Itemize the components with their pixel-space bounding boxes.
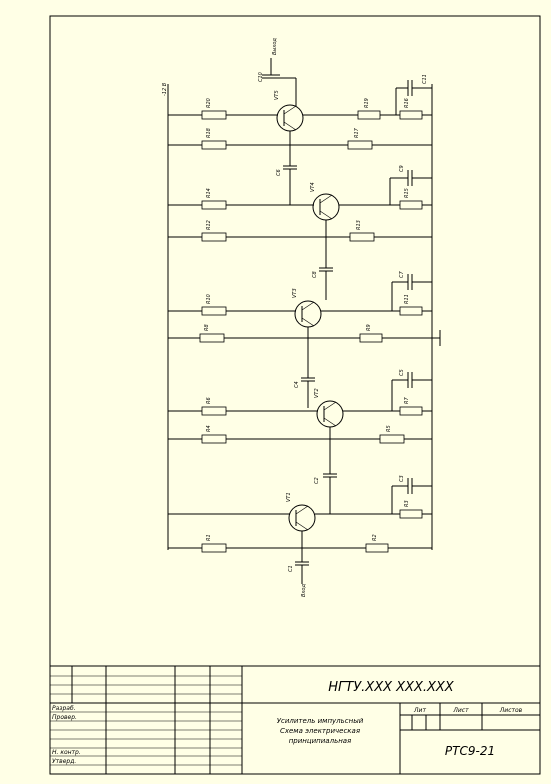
transistor-label-vt5: VT5 xyxy=(274,90,280,100)
resistor-r1 xyxy=(201,543,227,553)
resistor-r7 xyxy=(399,406,423,416)
transistor-vt2 xyxy=(316,400,344,428)
capacitor-label-c7: C7 xyxy=(399,271,405,278)
resistor-r3 xyxy=(399,509,423,519)
row-label-checker: Провер. xyxy=(52,714,77,721)
resistor-r6 xyxy=(201,406,227,416)
transistor-label-vt2: VT2 xyxy=(314,388,320,398)
header-sheets: Листов xyxy=(499,707,523,714)
drawing-frame xyxy=(49,15,541,775)
doc-name-line-3: принципиальная xyxy=(289,737,352,745)
resistor-r18 xyxy=(201,140,227,150)
resistor-label-r7: R7 xyxy=(404,397,410,404)
capacitor-label-c11: C11 xyxy=(422,74,428,84)
capacitor-label-c6: C6 xyxy=(276,169,282,176)
resistor-label-r12: R12 xyxy=(206,220,212,230)
resistor-r4 xyxy=(201,434,227,444)
transistor-vt3 xyxy=(294,300,322,328)
capacitor-label-c8: C8 xyxy=(312,271,318,278)
resistor-label-r19: R19 xyxy=(364,98,370,108)
resistor-r20 xyxy=(201,110,227,120)
resistor-label-r4: R4 xyxy=(206,425,212,432)
document-code: НГТУ.XXX XXX.XXX xyxy=(328,680,455,695)
header-lit: Лит xyxy=(413,707,426,714)
transistor-vt4 xyxy=(312,193,340,221)
resistor-r17 xyxy=(347,140,373,150)
resistor-label-r15: R15 xyxy=(404,188,410,198)
transistor-vt5 xyxy=(276,104,304,132)
resistor-label-r16: R16 xyxy=(404,98,410,108)
capacitor-label-c1: C1 xyxy=(288,565,294,572)
resistor-r19 xyxy=(357,110,381,120)
title-block xyxy=(50,665,540,774)
resistor-label-r3: R3 xyxy=(404,500,410,507)
resistor-label-r6: R6 xyxy=(206,397,212,404)
resistor-label-r2: R2 xyxy=(372,534,378,541)
resistor-r12 xyxy=(201,232,227,242)
capacitor-label-c3: C3 xyxy=(399,475,405,482)
resistor-label-r5: R5 xyxy=(386,425,392,432)
resistor-r2 xyxy=(365,543,389,553)
capacitor-label-c10: C10 xyxy=(258,72,264,82)
capacitor-label-c9: C9 xyxy=(399,165,405,172)
transistor-vt1 xyxy=(288,504,316,532)
doc-name-line-2: Схема электрическая xyxy=(280,727,360,735)
resistor-label-r13: R13 xyxy=(356,220,362,230)
transistor-label-vt1: VT1 xyxy=(286,492,292,502)
resistor-label-r1: R1 xyxy=(206,534,212,541)
capacitor-label-c5: C5 xyxy=(399,369,405,376)
resistor-r9 xyxy=(359,333,383,343)
resistor-r11 xyxy=(399,306,423,316)
row-label-approved: Утверд. xyxy=(52,758,76,765)
resistor-r5 xyxy=(379,434,405,444)
resistor-label-r14: R14 xyxy=(206,188,212,198)
resistor-label-r8: R8 xyxy=(204,324,210,331)
header-sheet: Лист xyxy=(452,707,469,714)
resistor-r10 xyxy=(201,306,227,316)
organization-code: РТС9-21 xyxy=(445,744,495,758)
resistor-label-r10: R10 xyxy=(206,294,212,304)
resistor-label-r11: R11 xyxy=(404,294,410,304)
resistor-r16 xyxy=(399,110,423,120)
resistor-label-r20: R20 xyxy=(206,98,212,108)
input-label: Вход xyxy=(301,584,307,597)
resistor-r8 xyxy=(199,333,225,343)
output-label: Выход xyxy=(272,38,278,55)
resistor-label-r9: R9 xyxy=(366,324,372,331)
resistor-label-r17: R17 xyxy=(354,127,360,138)
capacitor-label-c4: C4 xyxy=(294,381,300,388)
transistor-label-vt4: VT4 xyxy=(310,182,316,192)
row-label-norm-control: Н. контр. xyxy=(52,749,81,756)
doc-name-line-1: Усилитель импульсный xyxy=(277,717,364,725)
resistor-label-r18: R18 xyxy=(206,128,212,138)
transistor-label-vt3: VT3 xyxy=(292,288,298,298)
resistor-r15 xyxy=(399,200,423,210)
supply-label: -12 В xyxy=(162,82,168,96)
resistor-r14 xyxy=(201,200,227,210)
resistor-r13 xyxy=(349,232,375,242)
capacitor-label-c2: C2 xyxy=(314,477,320,484)
row-label-developer: Разраб. xyxy=(52,705,76,712)
